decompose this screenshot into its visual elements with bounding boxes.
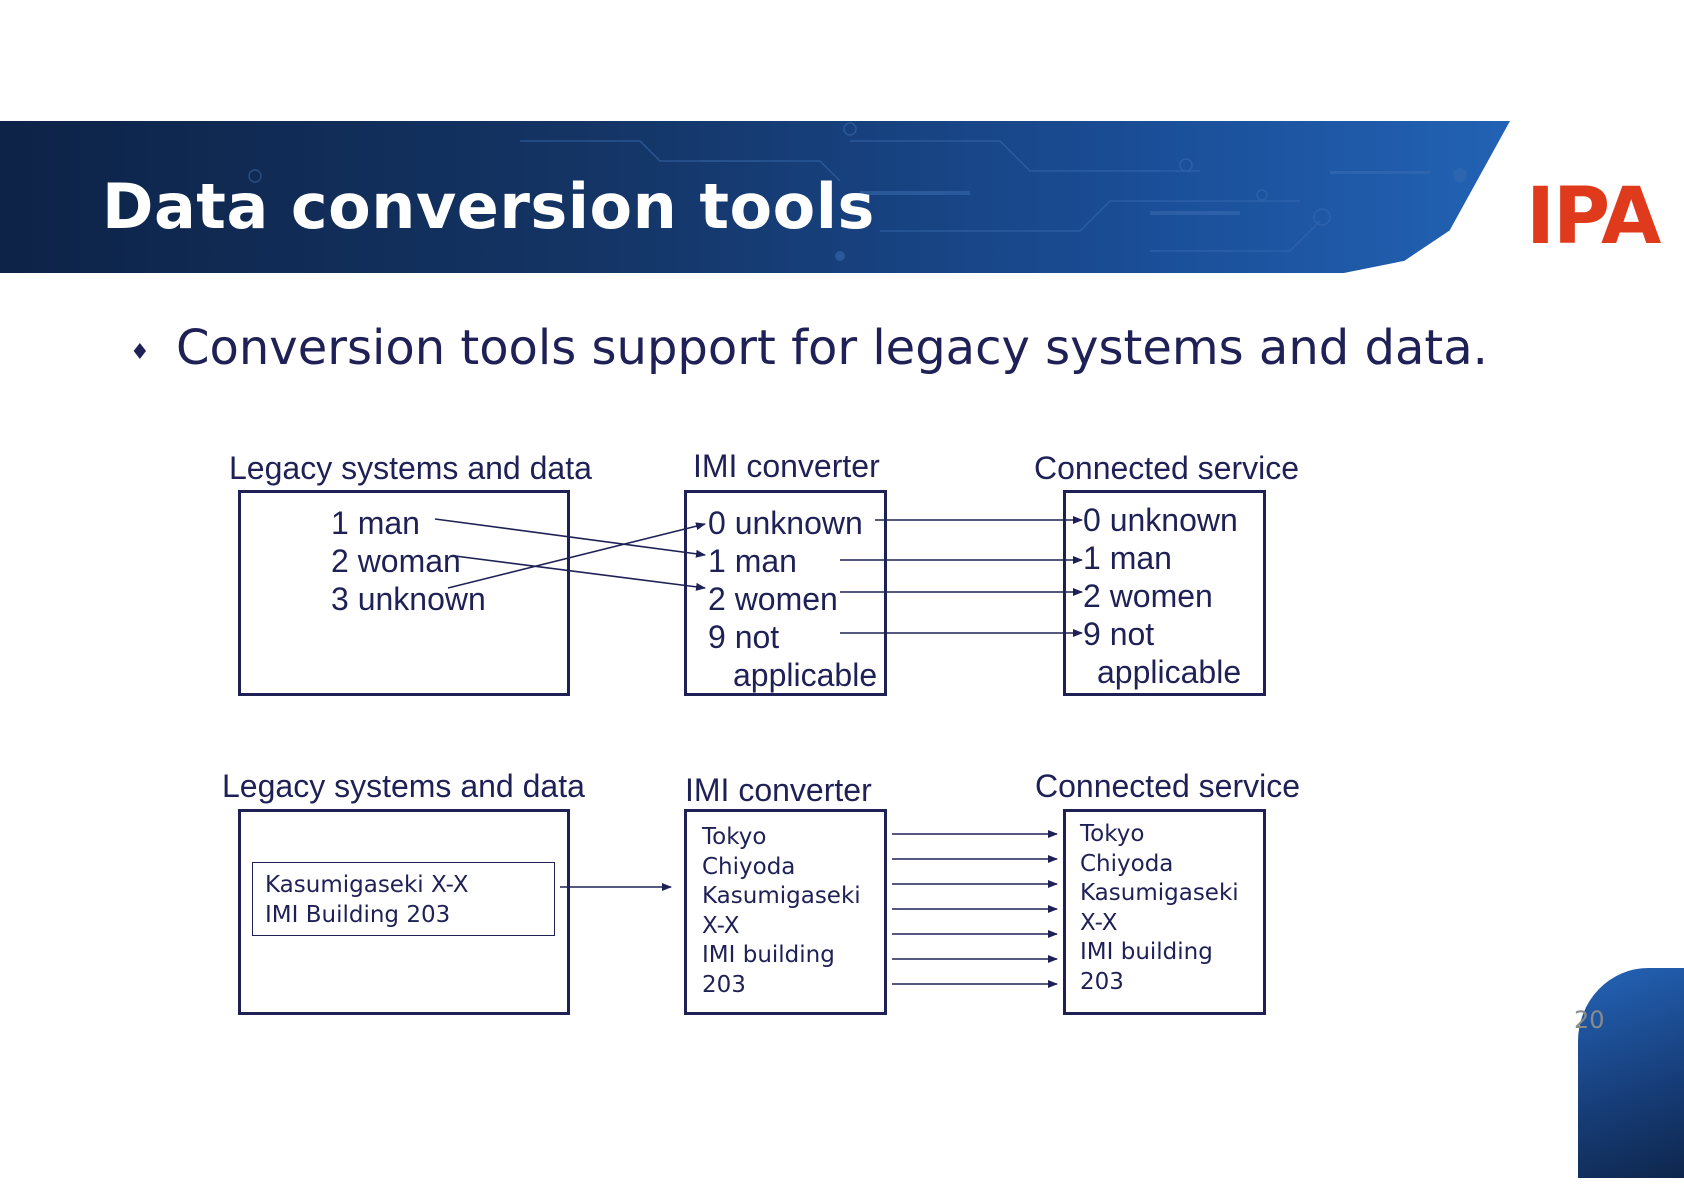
legacy-item: 3 unknown — [331, 581, 486, 617]
service-header-1: Connected service — [1034, 450, 1300, 486]
converter-line: IMI building — [702, 942, 835, 968]
service-line: Tokyo — [1080, 821, 1145, 847]
legacy-address-box — [252, 862, 555, 936]
bullet-text: Conversion tools support for legacy syst… — [176, 320, 1488, 376]
converter-header-1: IMI converter — [693, 448, 880, 484]
service-line: Chiyoda — [1080, 851, 1174, 877]
legacy-item: 1 man — [331, 505, 420, 541]
converter-box-1 — [684, 490, 887, 696]
service-item: 1 man — [1083, 540, 1172, 576]
diamond-bullet-icon: ♦ — [130, 340, 150, 365]
converter-header-2: IMI converter — [685, 772, 872, 808]
service-box-1 — [1063, 490, 1266, 696]
legacy-header-2: Legacy systems and data — [222, 768, 585, 804]
corner-decoration — [1578, 968, 1684, 1178]
legacy-box-2 — [238, 809, 570, 1015]
service-item: 2 women — [1083, 578, 1213, 614]
service-line: 203 — [1080, 969, 1124, 995]
converter-line: X-X — [702, 913, 740, 939]
converter-line: Kasumigaseki — [702, 883, 861, 909]
legacy-item: 2 woman — [331, 543, 461, 579]
converter-line: 203 — [702, 972, 746, 998]
service-box-2 — [1063, 809, 1266, 1015]
service-item: applicable — [1097, 654, 1242, 690]
legacy-header-1: Legacy systems and data — [229, 450, 592, 486]
converter-line: Tokyo — [702, 824, 767, 850]
circuit-pattern — [248, 122, 1467, 261]
service-line: Kasumigaseki — [1080, 880, 1239, 906]
converter-item: 0 unknown — [708, 505, 863, 541]
service-header-2: Connected service — [1035, 768, 1301, 804]
converter-item: 9 not — [708, 619, 780, 655]
service-item: 9 not — [1083, 616, 1155, 652]
page-number: 20 — [1574, 1006, 1605, 1034]
service-line: IMI building — [1080, 939, 1213, 965]
service-item: 0 unknown — [1083, 502, 1238, 538]
converter-line: Chiyoda — [702, 854, 796, 880]
converter-item: applicable — [733, 657, 878, 693]
converter-item: 2 women — [708, 581, 838, 617]
converter-box-2 — [684, 809, 887, 1015]
title-banner — [0, 121, 1510, 273]
converter-item: 1 man — [708, 543, 797, 579]
ipa-logo: IPA — [1526, 172, 1661, 262]
legacy-address-line: IMI Building 203 — [265, 902, 451, 928]
service-line: X-X — [1080, 910, 1118, 936]
legacy-address-line: Kasumigaseki X-X — [265, 872, 469, 898]
page-title: Data conversion tools — [102, 170, 875, 243]
